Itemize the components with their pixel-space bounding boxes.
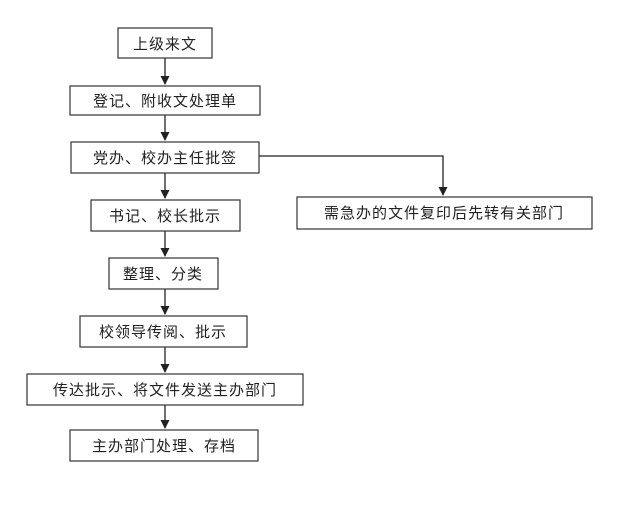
node-box (90, 199, 241, 232)
flow-node-n2: 登记、附收文处理单 (69, 85, 261, 116)
arrow-n3-n9 (259, 155, 448, 196)
node-label: 上级来文 (133, 35, 197, 53)
flow-node-n9: 需急办的文件复印后先转有关部门 (296, 196, 593, 230)
node-label: 党办、校办主任批签 (93, 149, 237, 167)
flow-node-n7: 传达批示、将文件发送主办部门 (26, 373, 304, 406)
node-label: 书记、校长批示 (109, 207, 221, 225)
node-box (296, 196, 593, 230)
node-label: 需急办的文件复印后先转有关部门 (324, 204, 564, 222)
flow-node-n5: 整理、分类 (108, 257, 219, 290)
node-box (69, 85, 261, 116)
node-box (26, 373, 304, 406)
node-label: 登记、附收文处理单 (93, 92, 237, 110)
flow-node-n3: 党办、校办主任批签 (70, 141, 260, 174)
flow-node-n1: 上级来文 (117, 27, 213, 59)
flow-node-n6: 校领导传阅、批示 (79, 315, 248, 348)
node-box (70, 141, 260, 174)
node-box (79, 315, 248, 348)
node-box (117, 27, 213, 59)
node-box (108, 257, 219, 290)
node-label: 整理、分类 (123, 265, 203, 283)
node-label: 传达批示、将文件发送主办部门 (53, 381, 277, 399)
flow-node-n4: 书记、校长批示 (90, 199, 241, 232)
flow-arrows (160, 58, 448, 429)
flow-node-n8: 主办部门处理、存档 (69, 429, 259, 462)
node-label: 校领导传阅、批示 (99, 323, 227, 341)
node-label: 主办部门处理、存档 (92, 437, 236, 455)
node-box (69, 429, 259, 462)
